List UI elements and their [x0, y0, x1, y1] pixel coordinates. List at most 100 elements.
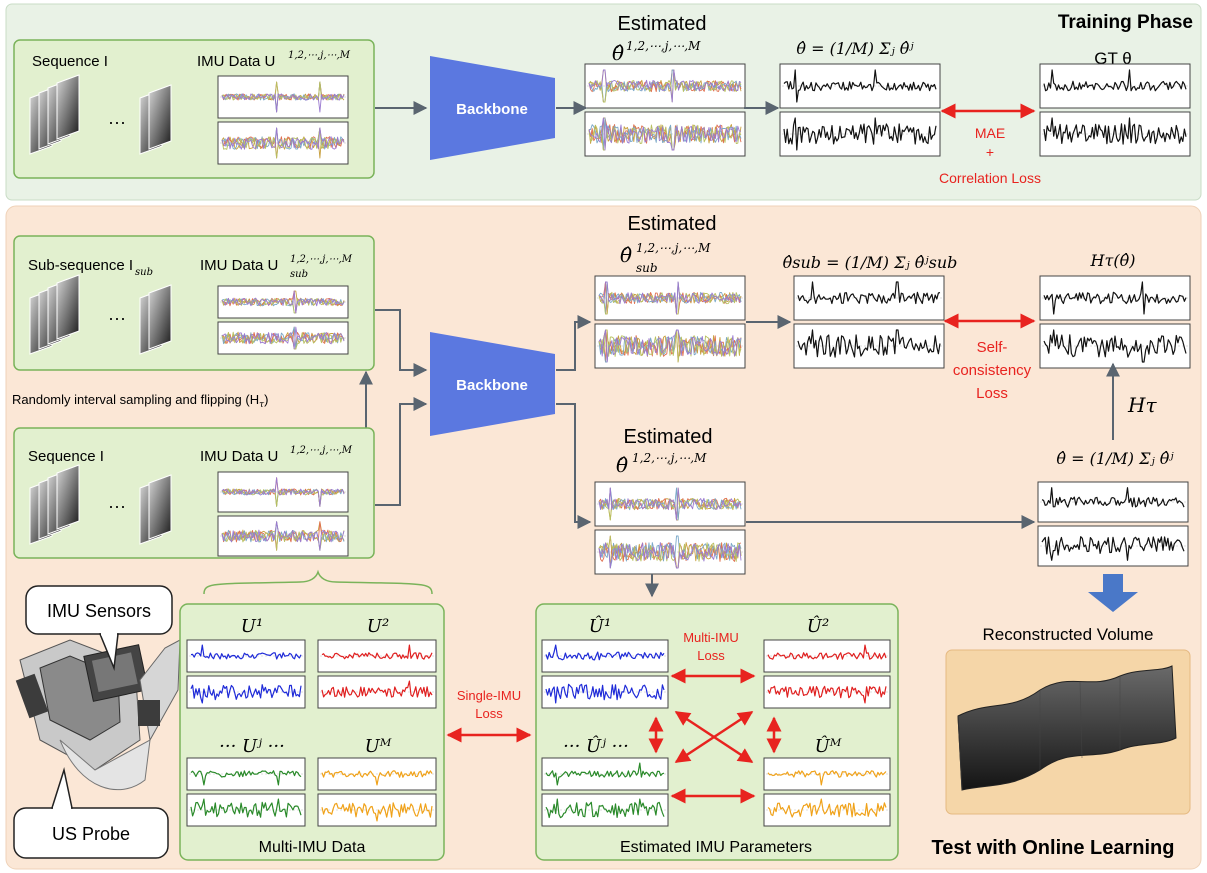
test-online-learning-label: Test with Online Learning — [932, 837, 1175, 859]
svg-text:1,2,⋯,j,⋯,M: 1,2,⋯,j,⋯,M — [636, 241, 711, 255]
svg-text:θ̂: θ̂ — [620, 243, 632, 267]
ultrasound-frame-stack — [29, 464, 80, 545]
us-probe-illustration — [15, 639, 181, 791]
h-tau-plot — [1039, 275, 1191, 369]
svg-text:Correlation Loss: Correlation Loss — [939, 170, 1041, 186]
online-mean-formula: θ̂ = (1/M) Σⱼ θ̂ʲ — [1056, 449, 1174, 468]
sequence-imu-plot — [217, 471, 349, 557]
subsequence-imu-plot — [217, 285, 349, 355]
training-mean-formula: θ̂ = (1/M) Σⱼ θ̂ʲ — [796, 39, 914, 58]
um-hat-label: Ûᴹ — [815, 734, 842, 757]
svg-text:1,2,⋯,j,⋯,M: 1,2,⋯,j,⋯,M — [290, 445, 353, 456]
svg-text:IMU Sensors: IMU Sensors — [47, 601, 151, 621]
training-seq-label: Sequence I — [32, 53, 108, 70]
svg-text:1,2,⋯,j,⋯,M: 1,2,⋯,j,⋯,M — [632, 451, 707, 465]
subsequence-estimated-plot — [594, 275, 746, 369]
sub-mean-formula: θ̂sub = (1/M) Σⱼ θ̂ʲsub — [783, 253, 958, 272]
multi-imu-data-caption: Multi-IMU Data — [259, 839, 366, 856]
subsequence-mean-plot — [793, 275, 945, 369]
svg-text:1,2,⋯,j,⋯,M: 1,2,⋯,j,⋯,M — [288, 50, 351, 61]
svg-text:Randomly interval sampling and: Randomly interval sampling and flipping … — [12, 392, 268, 410]
um-label: Uᴹ — [365, 736, 392, 757]
u2-label: U² — [367, 616, 389, 637]
um-plot — [317, 757, 437, 827]
svg-text:Single-IMU: Single-IMU — [457, 688, 521, 703]
svg-text:consistency: consistency — [953, 362, 1032, 379]
multi-imu-loss-label: Multi-IMU Loss — [683, 630, 739, 663]
multi-imu-loss-arrows — [648, 668, 782, 804]
training-estimated-label: Estimated — [618, 13, 707, 35]
svg-text:Sub-sequence I: Sub-sequence I — [28, 257, 133, 274]
ellipsis-dots: ··· — [108, 308, 126, 328]
ground-truth-plot — [1039, 63, 1191, 157]
training-estimated-theta-label: θ̂ 1,2,⋯,j,⋯,M — [612, 39, 701, 65]
ellipsis-dots: ··· — [108, 496, 126, 516]
online-estimated-label: Estimated — [624, 426, 713, 448]
svg-text:+: + — [986, 144, 994, 160]
ultrasound-frame-stack — [29, 274, 80, 355]
u1-hat-label: Û¹ — [589, 614, 611, 637]
svg-text:Backbone: Backbone — [456, 101, 528, 118]
ultrasound-frame-stack — [139, 84, 172, 155]
h-tau-operator-label: Hτ — [1127, 393, 1157, 417]
u1-plot — [186, 639, 306, 709]
uj-label: ··· Uʲ ··· — [219, 736, 285, 757]
svg-text:sub: sub — [290, 269, 308, 280]
online-estimated-sub-label: Estimated — [628, 213, 717, 235]
estimated-sub-theta-label: θ̂ 1,2,⋯,j,⋯,M sub — [620, 241, 711, 275]
svg-text:sub: sub — [636, 261, 658, 275]
svg-text:Backbone: Backbone — [456, 377, 528, 394]
reconstructed-volume-image — [945, 649, 1191, 815]
ultrasound-frame-stack — [139, 474, 172, 545]
svg-text:Multi-IMU: Multi-IMU — [683, 630, 739, 645]
svg-text:Loss: Loss — [976, 385, 1008, 402]
ultrasound-frame-stack — [29, 74, 80, 155]
svg-text:IMU Data U: IMU Data U — [200, 257, 278, 274]
mae-correlation-loss-label: MAE + Correlation Loss — [939, 125, 1041, 186]
online-seq-label: Sequence I — [28, 448, 104, 465]
svg-text:US Probe: US Probe — [52, 824, 130, 844]
arrow-seq-to-backbone — [375, 397, 428, 506]
svg-text:Loss: Loss — [697, 648, 725, 663]
training-imu-plot — [217, 75, 349, 165]
subsequence-label: Sub-sequence I sub — [28, 257, 153, 278]
down-arrow-to-volume — [1088, 574, 1138, 612]
training-backbone: Backbone — [430, 56, 555, 160]
ultrasound-frame-stack — [139, 284, 172, 355]
self-consistency-loss-label: Self- consistency Loss — [953, 339, 1032, 402]
svg-text:θ̂: θ̂ — [612, 41, 624, 65]
svg-text:MAE: MAE — [975, 125, 1005, 141]
svg-text:1,2,⋯,j,⋯,M: 1,2,⋯,j,⋯,M — [626, 39, 701, 53]
single-imu-loss-label: Single-IMU Loss — [457, 688, 521, 721]
brace-connector — [203, 569, 433, 595]
online-backbone: Backbone — [430, 332, 555, 436]
imu-sub-label: IMU Data U 1,2,⋯,j,⋯,M sub — [200, 254, 353, 280]
reconstructed-volume-label: Reconstructed Volume — [982, 625, 1153, 644]
svg-text:1,2,⋯,j,⋯,M: 1,2,⋯,j,⋯,M — [290, 254, 353, 265]
sampling-flipping-label: Randomly interval sampling and flipping … — [12, 392, 268, 410]
sequence-mean-plot — [1037, 481, 1189, 567]
arrow-backbone-to-sub-estimate — [556, 315, 592, 371]
arrow-subseq-to-backbone — [375, 309, 428, 377]
u2-plot — [317, 639, 437, 709]
arrow-backbone-to-estimate — [556, 403, 592, 529]
online-estimated-theta-label: θ̂ 1,2,⋯,j,⋯,M — [616, 451, 707, 477]
uj-hat-plot — [541, 757, 669, 827]
estimated-imu-params-caption: Estimated IMU Parameters — [620, 839, 812, 856]
u1-hat-plot — [541, 639, 669, 709]
svg-text:Self-: Self- — [977, 339, 1008, 356]
uj-hat-label: ··· Ûʲ ··· — [563, 734, 629, 757]
sequence-estimated-plot — [594, 481, 746, 575]
imu-sensors-callout: IMU Sensors — [25, 585, 173, 671]
training-imu-label: IMU Data U 1,2,⋯,j,⋯,M — [197, 50, 351, 70]
h-tau-theta-label: Hτ(θ̂) — [1090, 251, 1136, 270]
training-mean-plot — [779, 63, 941, 157]
u2-hat-plot — [763, 639, 891, 709]
uj-plot — [186, 757, 306, 827]
u1-label: U¹ — [241, 616, 263, 637]
training-phase-title: Training Phase — [1058, 12, 1193, 33]
svg-text:IMU Data U: IMU Data U — [197, 53, 275, 70]
online-imu-label: IMU Data U 1,2,⋯,j,⋯,M — [200, 445, 353, 465]
u2-hat-label: Û² — [807, 614, 829, 637]
